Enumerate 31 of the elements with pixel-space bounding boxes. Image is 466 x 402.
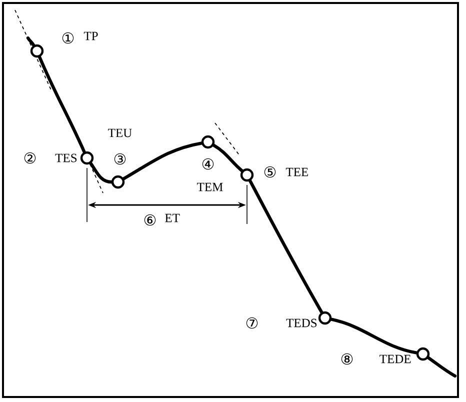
point-marker bbox=[201, 135, 215, 149]
point-marker bbox=[240, 168, 254, 182]
point-marker bbox=[318, 311, 332, 325]
point-marker bbox=[80, 151, 94, 165]
curve-segment bbox=[330, 318, 418, 354]
point-label: TP bbox=[84, 32, 98, 40]
point-label: TES bbox=[55, 154, 77, 162]
point-label: TEE bbox=[286, 168, 308, 176]
curve-segment bbox=[38, 55, 86, 154]
circled-number: ① bbox=[62, 32, 74, 44]
point-label: TEDE bbox=[380, 354, 411, 364]
point-label: TEDS bbox=[286, 318, 317, 328]
point-marker bbox=[30, 44, 44, 58]
point-marker bbox=[416, 347, 430, 361]
circled-number: ⑧ bbox=[341, 353, 353, 365]
curve-segment bbox=[26, 36, 36, 47]
circled-number: ⑤ bbox=[264, 166, 276, 178]
curve-segment bbox=[122, 142, 204, 180]
curve-segment bbox=[212, 144, 244, 172]
circled-number: ⑦ bbox=[246, 317, 258, 329]
dimension-label: ET bbox=[165, 214, 180, 222]
curve-segment bbox=[248, 179, 324, 314]
circled-number: ⑥ bbox=[144, 214, 156, 226]
point-label: TEM bbox=[197, 182, 223, 192]
curve-segment bbox=[426, 356, 457, 378]
circled-number: ③ bbox=[114, 153, 126, 165]
point-label: TEU bbox=[108, 128, 132, 138]
point-marker bbox=[111, 175, 125, 189]
circled-number: ④ bbox=[202, 158, 214, 170]
circled-number: ② bbox=[24, 152, 36, 164]
curve-segment bbox=[89, 162, 113, 184]
